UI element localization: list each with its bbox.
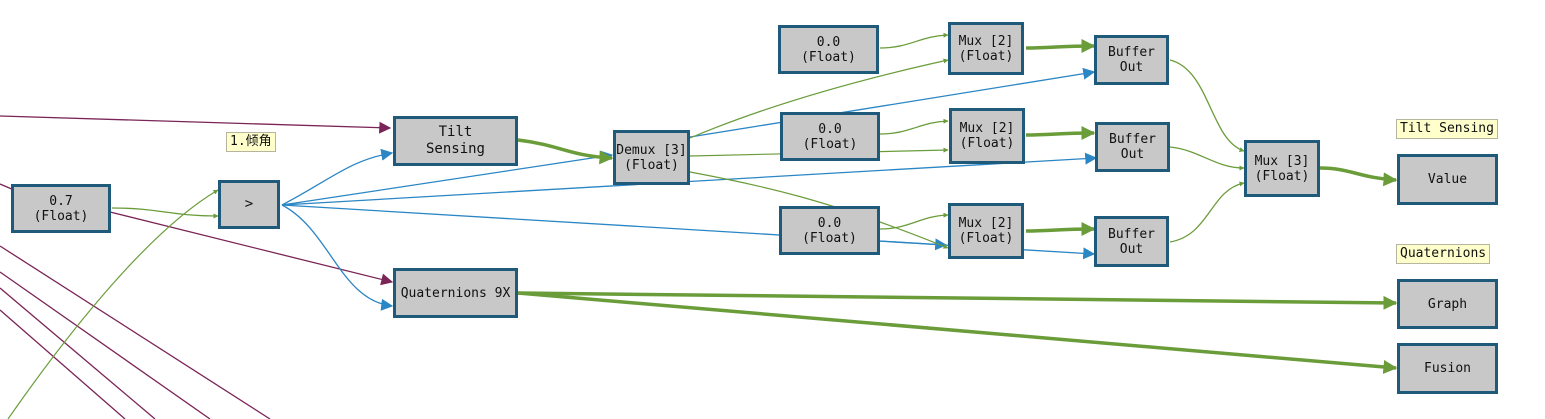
wire-green-lower [7, 189, 219, 419]
greater-than-node[interactable]: > [218, 180, 280, 229]
wire-purple-exit-4 [0, 309, 126, 419]
float-constant-c[interactable]: 0.0 (Float) [779, 206, 880, 255]
tilt-sensing-label: Tilt Sensing [1396, 119, 1498, 139]
wire-green-buf-mux3-c [1169, 181, 1245, 243]
float-constant-a[interactable]: 0.0 (Float) [778, 25, 879, 74]
wire-green-mux2-buf-b [1025, 126, 1096, 141]
wire-blue-quat [281, 204, 394, 311]
mux3-node[interactable]: Mux [3] (Float) [1244, 140, 1320, 197]
buffer-out-node-c[interactable]: Buffer Out [1094, 216, 1169, 267]
quaternions-9x-node[interactable]: Quaternions 9X [393, 268, 518, 318]
wire-green-buf-mux3-a [1169, 59, 1245, 152]
mux2-node-b[interactable]: Mux [2] (Float) [949, 108, 1025, 164]
wire-green-buf-mux3-b [1169, 146, 1245, 171]
demux-node[interactable]: Demux [3] (Float) [613, 130, 690, 185]
wire-green-mux2-buf-c [1025, 222, 1096, 237]
wire-purple-exit-3 [0, 287, 156, 419]
mux2-node-a[interactable]: Mux [2] (Float) [948, 22, 1024, 75]
wire-blue-demux [281, 150, 614, 206]
wire-green-quat-graph [517, 291, 1398, 310]
wire-green-quat-fusion [517, 291, 1398, 374]
wire-green-mux3-value [1319, 166, 1398, 187]
wire-green-constb [879, 118, 949, 135]
quaternions-label: Quaternions [1396, 244, 1491, 264]
fusion-output-node[interactable]: Fusion [1397, 343, 1498, 394]
wire-blue-tilt [281, 148, 394, 206]
wire-green-tilt-demux [517, 138, 614, 165]
float-constant-b[interactable]: 0.0 (Float) [780, 112, 880, 161]
graph-output-node[interactable]: Graph [1397, 279, 1498, 329]
wire-green-mux2-buf-a [1025, 39, 1096, 54]
wire-purple-exit-5 [0, 245, 271, 419]
buffer-out-node-a[interactable]: Buffer Out [1094, 35, 1169, 85]
tilt-sensing-node[interactable]: Tilt Sensing [393, 116, 518, 166]
wire-blue-bufa [689, 67, 1096, 138]
float-constant-0-7[interactable]: 0.7 (Float) [11, 184, 111, 233]
wire-purple-tilt [0, 115, 392, 134]
tilt-angle-label: 1.倾角 [226, 132, 276, 152]
wire-purple-exit-2 [0, 271, 211, 419]
value-output-node[interactable]: Value [1397, 154, 1498, 205]
buffer-out-node-b[interactable]: Buffer Out [1095, 122, 1170, 172]
wire-green-demux-c [689, 171, 949, 249]
wire-green-consta [879, 32, 949, 49]
wire-green-07 [111, 207, 219, 219]
wire-purple-quat [109, 211, 394, 286]
wire-green-demux-a [689, 58, 949, 139]
mux2-node-c[interactable]: Mux [2] (Float) [948, 203, 1024, 259]
wire-green-constc [879, 212, 949, 230]
